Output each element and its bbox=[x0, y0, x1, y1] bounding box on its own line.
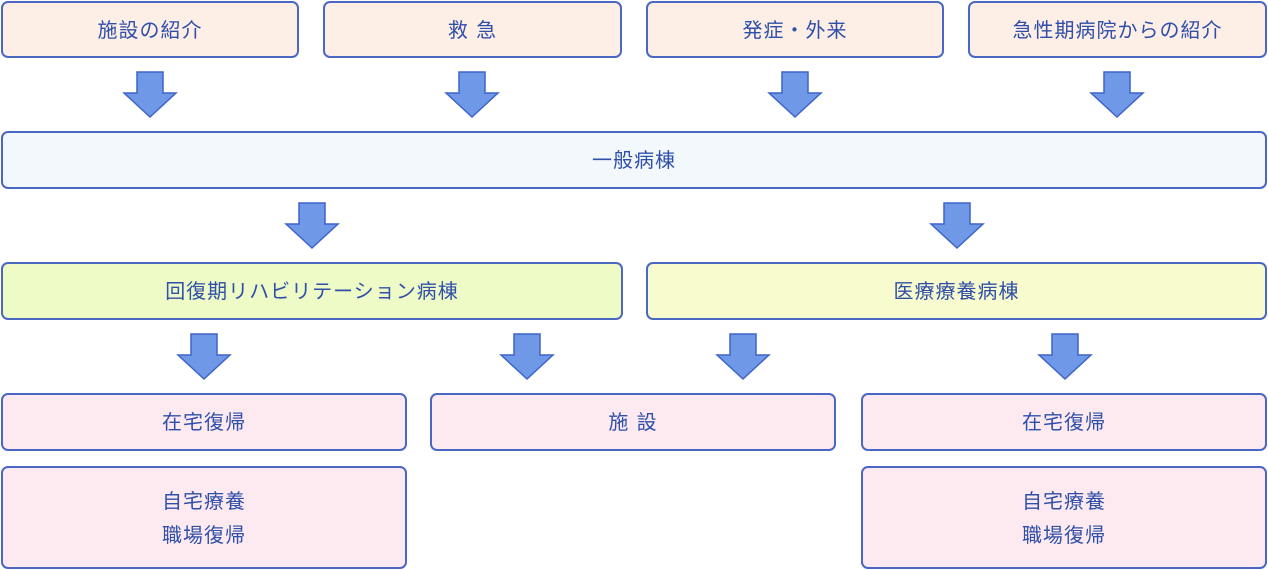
down-arrow-icon bbox=[122, 71, 178, 119]
home-care-work-return-right: 自宅療養 職場復帰 bbox=[861, 466, 1267, 569]
source-acute-hospital-referral: 急性期病院からの紹介 bbox=[968, 1, 1267, 58]
down-arrow-icon bbox=[1037, 333, 1093, 381]
down-arrow-icon bbox=[176, 333, 232, 381]
down-arrow-icon bbox=[284, 202, 340, 250]
rehabilitation-ward: 回復期リハビリテーション病棟 bbox=[1, 262, 623, 320]
home-return-left: 在宅復帰 bbox=[1, 393, 407, 451]
source-onset-outpatient: 発症・外来 bbox=[646, 1, 944, 58]
down-arrow-icon bbox=[1089, 71, 1145, 119]
down-arrow-icon bbox=[444, 71, 500, 119]
source-facility-referral: 施設の紹介 bbox=[1, 1, 299, 58]
home-return-right: 在宅復帰 bbox=[861, 393, 1267, 451]
down-arrow-icon bbox=[715, 333, 771, 381]
facility-destination: 施 設 bbox=[430, 393, 836, 451]
general-ward: 一般病棟 bbox=[1, 131, 1267, 189]
down-arrow-icon bbox=[767, 71, 823, 119]
source-emergency: 救 急 bbox=[323, 1, 622, 58]
down-arrow-icon bbox=[929, 202, 985, 250]
medical-care-ward: 医療療養病棟 bbox=[646, 262, 1267, 320]
home-care-work-return-left: 自宅療養 職場復帰 bbox=[1, 466, 407, 569]
down-arrow-icon bbox=[499, 333, 555, 381]
